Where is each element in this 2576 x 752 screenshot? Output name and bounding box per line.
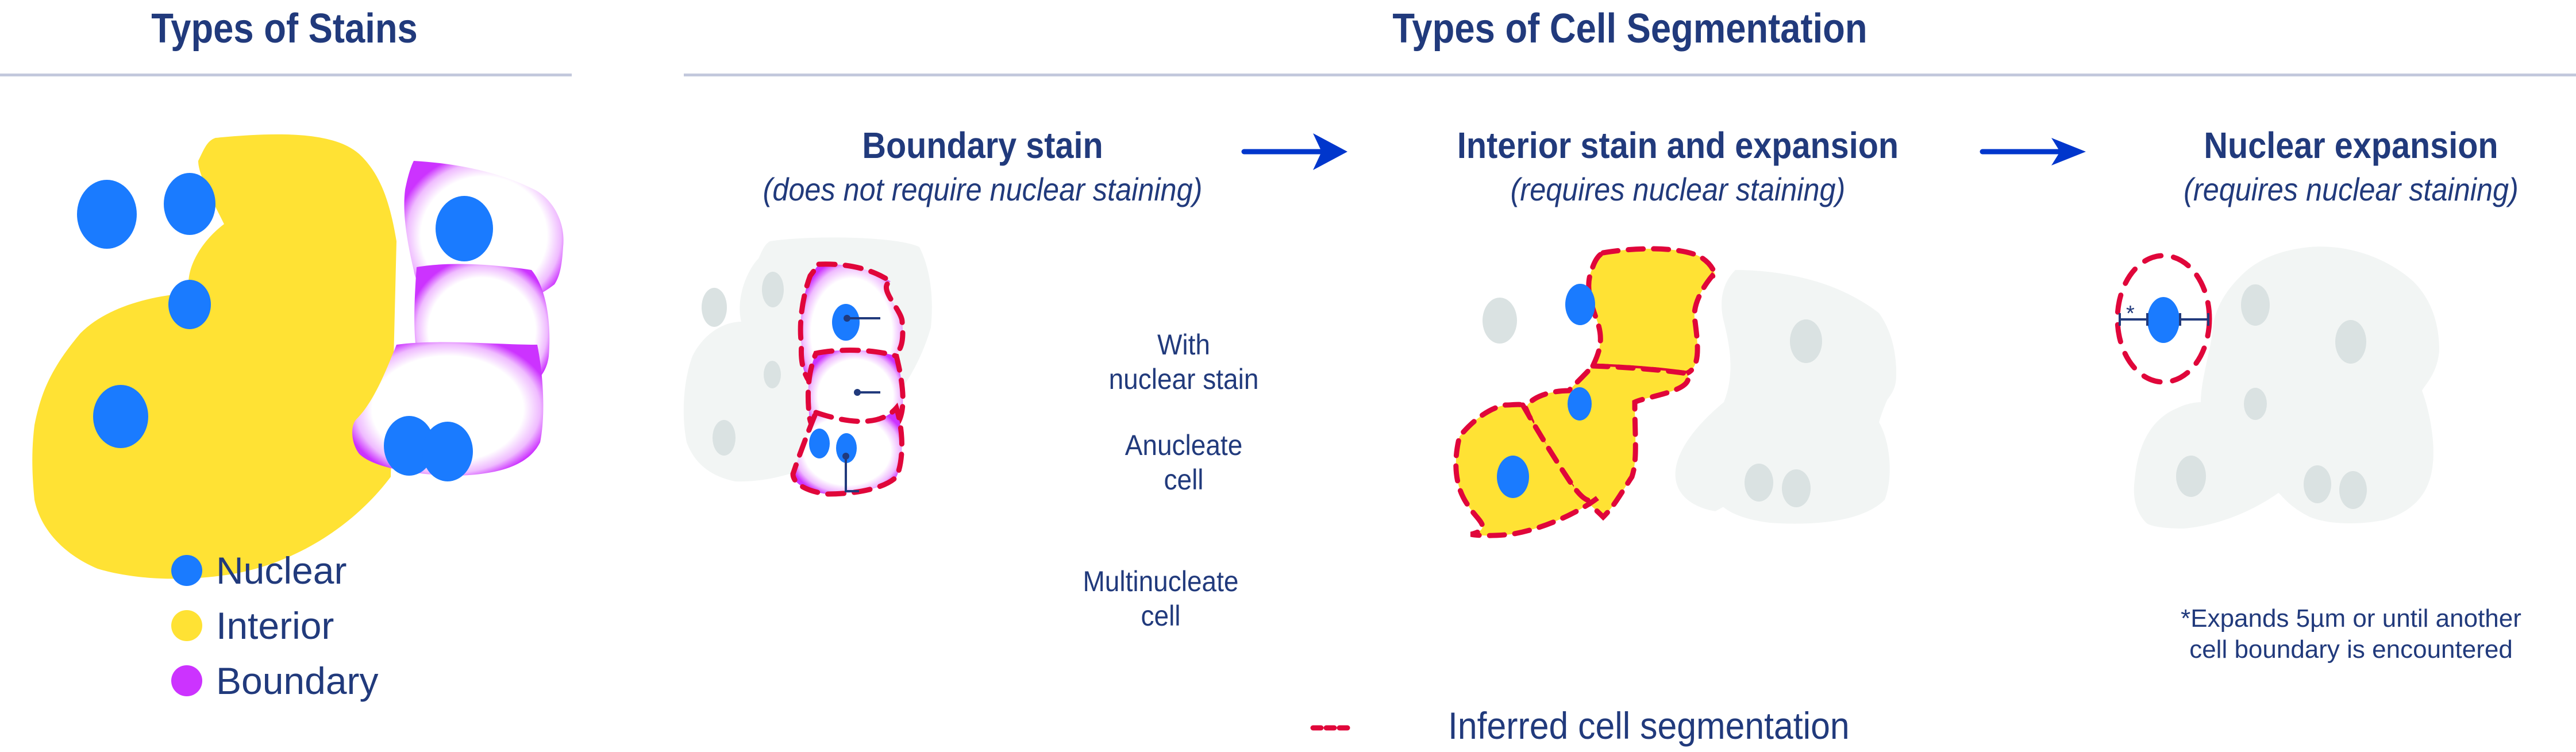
- left-divider: [0, 74, 572, 76]
- ghost-nucleus: [1790, 319, 1822, 363]
- ghost-nucleus: [1782, 469, 1811, 507]
- ghost-tissue: [1715, 270, 1896, 524]
- nucleus: [2147, 297, 2180, 343]
- legend-item-nuclear: Nuclear: [171, 543, 379, 598]
- callout-line: Multinucleate: [1083, 565, 1239, 597]
- segmentation-legend-label: Inferred cell segmentation: [1448, 704, 1850, 747]
- ghost-nucleus: [762, 272, 784, 307]
- ghost-nucleus: [2244, 388, 2267, 420]
- callout-line: cell: [1164, 464, 1204, 496]
- legend-item-interior: Interior: [171, 598, 379, 653]
- nuclear-expansion-subtitle: (requires nuclear staining): [2184, 171, 2519, 207]
- ghost-nucleus: [1745, 464, 1773, 502]
- nucleus: [1497, 456, 1529, 498]
- boundary-dot-icon: [171, 665, 202, 696]
- segmentation-legend: Inferred cell segmentation: [1448, 704, 1884, 747]
- ghost-nucleus: [2304, 465, 2331, 503]
- boundary-stain-title: Boundary stain: [862, 125, 1103, 166]
- interior-stain-subtitle: (requires nuclear staining): [1510, 171, 1846, 207]
- ghost-nucleus: [2339, 471, 2367, 509]
- interior-dot-icon: [171, 610, 202, 641]
- callout-line: Anucleate: [1125, 429, 1243, 461]
- ghost-nucleus: [2335, 320, 2366, 364]
- nucleus: [422, 422, 473, 481]
- stains-illustration: [32, 134, 564, 579]
- boundary-stain-subtitle: (does not require nuclear staining): [763, 171, 1203, 207]
- types-of-cell-segmentation-title: Types of Cell Segmentation: [1392, 6, 1867, 52]
- nucleus: [77, 180, 137, 249]
- nucleus: [809, 429, 830, 458]
- nucleus: [384, 416, 434, 476]
- nucleus: [93, 385, 148, 448]
- stain-legend: Nuclear Interior Boundary: [171, 543, 379, 708]
- callout-with-nuclear-stain-pointer: [844, 315, 880, 322]
- callout-multinucleate-cell: Multinucleate cell: [1065, 564, 1256, 633]
- nucleus: [1565, 284, 1595, 325]
- nuclear-dot-icon: [171, 555, 202, 586]
- interior-stain-title: Interior stain and expansion: [1457, 125, 1899, 166]
- types-of-stains-title: Types of Stains: [151, 6, 418, 52]
- callout-multinucleate-pointer: [842, 453, 859, 492]
- nucleus: [436, 196, 493, 261]
- legend-item-boundary: Boundary: [171, 653, 379, 708]
- interior-expanded-cell: [1586, 246, 1718, 376]
- legend-label-interior: Interior: [216, 604, 334, 647]
- expansion-distance-marker: [2119, 313, 2209, 326]
- expansion-footnote: *Expands 5µm or until another cell bound…: [2126, 603, 2576, 665]
- nuclear-expansion-title: Nuclear expansion: [2204, 125, 2498, 166]
- ghost-nucleus: [764, 361, 781, 388]
- ghost-nucleus: [702, 288, 727, 327]
- callout-with-nuclear-stain: With nuclear stain: [1088, 327, 1279, 396]
- ghost-nucleus: [2241, 284, 2270, 326]
- expansion-asterisk: *: [2126, 302, 2135, 326]
- footnote-line: cell boundary is encountered: [2189, 635, 2513, 664]
- ghost-nucleus: [2176, 456, 2206, 497]
- callout-anucleate-cell: Anucleate cell: [1110, 428, 1258, 497]
- arrow-right-icon: [1241, 133, 1347, 170]
- nucleus: [164, 173, 215, 235]
- callout-anucleate-pointer: [854, 389, 880, 396]
- interior-stain-cell-shape: [32, 134, 396, 579]
- ghost-nucleus: [1483, 298, 1517, 344]
- nucleus: [168, 280, 211, 329]
- arrow-right-icon: [1980, 138, 2086, 165]
- boundary-stain-illustration: [683, 237, 932, 497]
- nucleus: [836, 433, 857, 463]
- callout-line: cell: [1141, 600, 1181, 632]
- right-divider: [684, 74, 2576, 76]
- legend-label-boundary: Boundary: [216, 660, 379, 702]
- nuclear-expansion-illustration: [2115, 246, 2439, 529]
- interior-stain-illustration: [1453, 246, 1896, 538]
- legend-label-nuclear: Nuclear: [216, 549, 347, 592]
- ghost-nucleus: [713, 420, 736, 456]
- callout-line: nuclear stain: [1108, 363, 1259, 395]
- callout-line: With: [1157, 329, 1210, 361]
- footnote-line: *Expands 5µm or until another: [2181, 604, 2521, 633]
- ghost-tissue: [2134, 246, 2439, 529]
- nucleus: [832, 304, 860, 341]
- nucleus: [1568, 387, 1592, 421]
